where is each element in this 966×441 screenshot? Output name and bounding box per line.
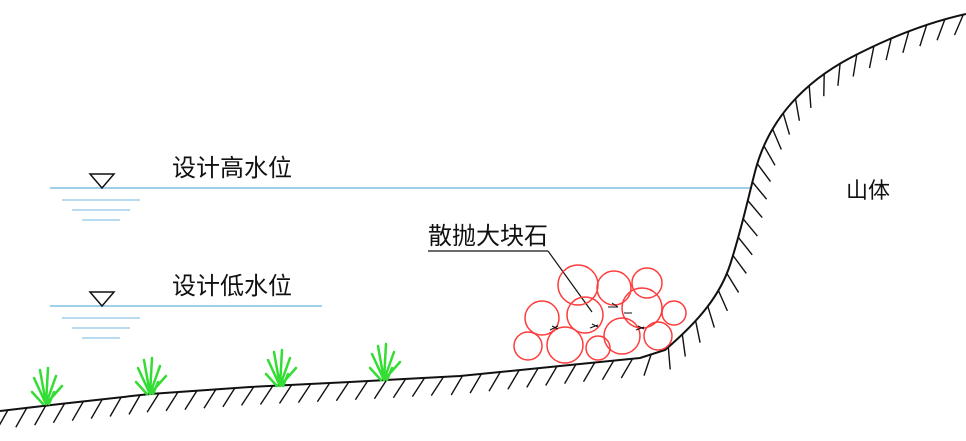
hatch-tick — [411, 377, 426, 397]
rock — [566, 296, 604, 334]
rock-direction-marks — [549, 302, 645, 331]
hatch-tick — [694, 320, 701, 343]
rock — [513, 331, 543, 361]
mountain-label: 山体 — [846, 179, 890, 204]
rock — [603, 317, 641, 355]
hatch-tick — [582, 362, 596, 383]
low-water-marker-icon — [88, 291, 116, 308]
hatch-tick — [316, 382, 331, 403]
hatch-tick — [354, 380, 369, 401]
low-water-level: 设计低水位 — [50, 272, 322, 339]
hatch-tick — [297, 383, 312, 403]
hatch-tick — [240, 386, 255, 406]
rock — [585, 335, 611, 361]
ground-hatching — [0, 14, 964, 428]
rock — [546, 326, 584, 364]
hatch-tick — [392, 378, 407, 399]
hatch-tick — [852, 54, 858, 77]
hatch-tick — [146, 393, 160, 413]
aquatic-plants — [30, 342, 402, 406]
hatch-tick — [681, 334, 686, 357]
hatch-tick — [717, 290, 729, 312]
hatch-tick — [707, 305, 715, 328]
plant-icon — [264, 348, 298, 388]
riprap-leader-line — [547, 250, 593, 313]
ground-profile-line — [0, 13, 966, 412]
hatch-tick — [109, 396, 122, 417]
hatch-tick — [222, 387, 236, 408]
hatch-tick — [837, 63, 841, 86]
hatch-tick — [747, 200, 763, 219]
hatch-tick — [373, 379, 388, 400]
hatch-tick — [52, 403, 66, 424]
plant-icon — [30, 366, 64, 406]
hatch-tick — [771, 128, 782, 150]
hatch-tick — [726, 273, 740, 293]
rock — [596, 270, 632, 306]
hatch-tick — [732, 255, 747, 274]
hatch-tick — [643, 354, 652, 376]
high-water-marker-icon — [88, 173, 116, 190]
hatch-tick — [794, 98, 801, 121]
hatch-tick — [128, 394, 141, 415]
hatch-tick — [184, 390, 198, 410]
hatch-tick — [0, 409, 9, 426]
hatch-tick — [15, 407, 28, 428]
hatch-tick — [902, 31, 910, 53]
hatch-tick — [469, 373, 483, 394]
hatch-tick — [545, 365, 558, 386]
riprap-label: 散抛大块石 — [428, 222, 548, 250]
hatch-tick — [507, 369, 520, 390]
low-water-label: 设计低水位 — [172, 272, 292, 300]
hatch-tick — [742, 218, 758, 237]
hatch-tick — [450, 375, 464, 396]
hatch-tick — [737, 236, 753, 256]
riprap-rocks — [513, 264, 687, 364]
hatch-tick — [488, 371, 501, 392]
hatch-tick — [601, 360, 615, 381]
hatch-tick — [563, 364, 577, 384]
plant-icon — [134, 356, 168, 396]
rock — [661, 300, 687, 326]
rock — [631, 267, 663, 299]
hatch-tick — [953, 14, 964, 36]
high-water-level: 设计高水位 — [50, 154, 752, 221]
hatch-tick — [34, 405, 47, 426]
high-water-label: 设计高水位 — [172, 154, 292, 182]
hatch-tick — [751, 181, 768, 200]
hatch-tick — [165, 391, 179, 412]
hatch-tick — [868, 46, 875, 69]
hatch-tick — [756, 163, 772, 183]
hatch-tick — [278, 384, 293, 404]
hatch-tick — [936, 19, 946, 41]
hatch-tick — [782, 113, 791, 135]
hatch-tick — [430, 376, 445, 396]
hatch-tick — [885, 38, 892, 61]
hatch-tick — [335, 381, 350, 402]
hatch-tick — [526, 367, 539, 388]
rock — [524, 300, 560, 336]
hatch-tick — [90, 398, 103, 419]
hatch-tick — [763, 145, 776, 166]
hatch-tick — [259, 385, 274, 405]
rock — [643, 321, 673, 351]
plant-icon — [368, 342, 402, 382]
hatch-tick — [919, 24, 928, 47]
hatch-tick — [203, 389, 217, 409]
hatch-tick — [620, 358, 634, 379]
hatch-tick — [71, 401, 85, 422]
hatch-tick — [808, 85, 812, 108]
hatch-tick — [667, 347, 671, 370]
